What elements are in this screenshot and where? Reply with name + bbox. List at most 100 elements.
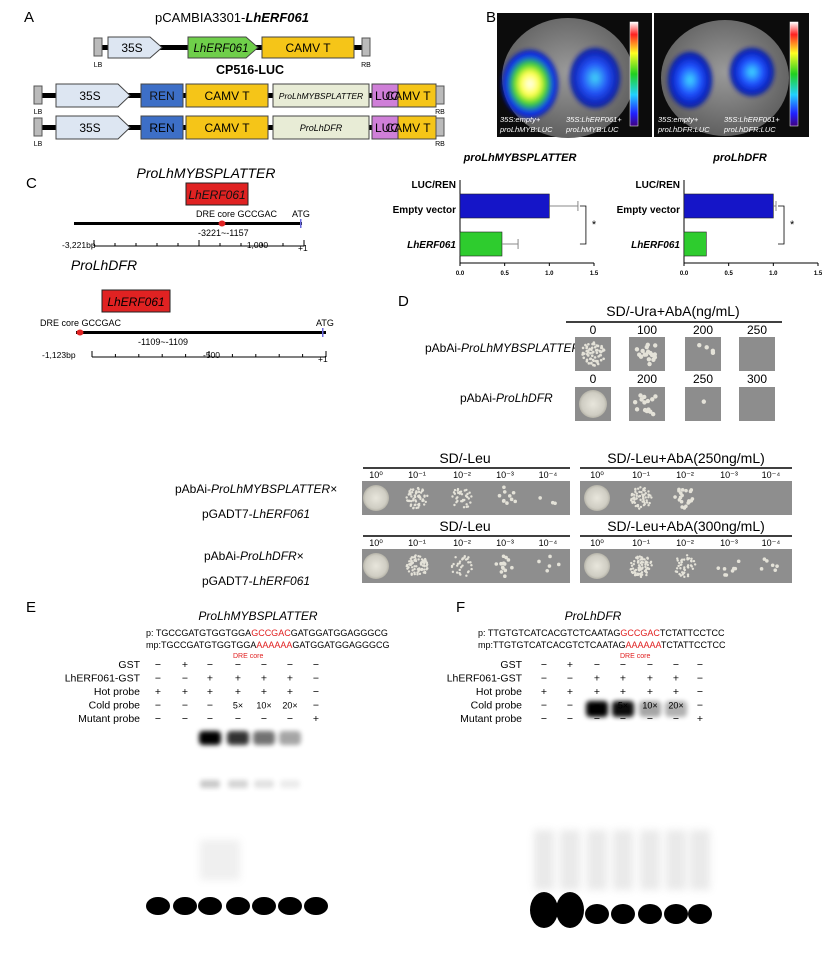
chart-bar <box>459 193 550 219</box>
yeast-colony <box>413 572 416 576</box>
yeast-colony <box>585 346 588 350</box>
yeast-colony <box>770 563 775 568</box>
yeast-colony <box>733 566 738 571</box>
lb-box-1 <box>93 37 103 57</box>
emsa-cell: − <box>261 659 267 671</box>
pro2-label: ProLhDFR <box>300 123 343 133</box>
yeast-colony <box>644 491 647 495</box>
f-probe-seq: p: TTGTGTCATCACGTCTCAATAGGCCGACTCTATTCCT… <box>478 628 725 638</box>
yeast-colony <box>423 570 427 574</box>
yeast-colony <box>410 499 413 503</box>
emsa-cell: − <box>620 659 626 671</box>
yeast-colony <box>680 493 684 498</box>
emsa-cell: 10× <box>256 701 271 711</box>
yeast-colony <box>458 572 461 575</box>
panel-letter-b: B <box>486 9 496 26</box>
d-dilution-label: 10⁰ <box>369 538 383 548</box>
yeast-colony <box>642 489 645 492</box>
emsa-cell: + <box>567 659 573 671</box>
emsa-cell: − <box>541 713 547 725</box>
d-dilution-label: 10⁻³ <box>496 470 514 480</box>
yeast-colony <box>630 561 633 565</box>
yeast-colony <box>644 565 647 569</box>
panel-letter-e: E <box>26 599 36 616</box>
yeast-colony <box>639 486 642 489</box>
d-dilution-label: 10⁻³ <box>720 470 738 480</box>
yeast-colony <box>640 563 644 567</box>
yeast-colony <box>632 400 638 405</box>
yeast-colony <box>631 571 634 575</box>
c-dre-label-2: DRE core GCCGAC <box>40 318 122 328</box>
chart-tick-label: 0.5 <box>724 271 733 277</box>
yeast-colony <box>513 499 518 504</box>
c-atg-marker-1 <box>300 219 302 228</box>
free-probe-band <box>252 897 276 915</box>
yeast-colony <box>632 562 636 566</box>
camvt-label-3b: CAMV T <box>385 121 431 135</box>
c-promoter-line-1 <box>74 222 302 225</box>
d-y1-line1: pAbAi-ProLhMYBSPLATTER× <box>175 482 337 496</box>
camvt-label-1: CAMV T <box>285 41 331 55</box>
yeast-colony <box>409 557 412 560</box>
free-probe-band <box>304 897 328 915</box>
e-condition-table: GST−+−−−−−LhERF061-GST−−++++−Hot probe++… <box>65 659 319 725</box>
yeast-colony <box>681 573 684 576</box>
yeast-colony <box>452 562 455 566</box>
chart-title: proLhDFR <box>712 152 767 164</box>
shifted-band <box>227 731 249 745</box>
yeast-colony <box>640 557 644 560</box>
d-conc-label: 250 <box>693 372 713 386</box>
emsa-cell: − <box>207 713 213 725</box>
c-tick2-2: +1 <box>318 354 328 364</box>
faint-band <box>254 780 274 788</box>
yeast-colony <box>697 342 702 348</box>
lane-smear <box>690 830 710 890</box>
yeast-colony <box>587 342 590 346</box>
d-dilution-label: 10⁻² <box>453 470 471 480</box>
free-probe-band <box>556 892 584 928</box>
c-tick2-0: -1,123bp <box>42 350 76 360</box>
panel-letter-f: F <box>456 599 465 616</box>
d-y1-line2: pGADT7-LhERF061 <box>202 507 310 521</box>
emsa-cell: + <box>594 673 600 685</box>
c-tick1-1: -1,000 <box>244 240 268 250</box>
yeast-colony <box>413 494 417 497</box>
yeast-colony <box>413 565 416 568</box>
emsa-cell: + <box>235 673 241 685</box>
yeast-colony <box>454 555 457 559</box>
yeast-colony <box>548 554 552 559</box>
yeast-colony <box>647 493 650 496</box>
emsa-cell: − <box>541 659 547 671</box>
yeast-colony <box>409 503 413 506</box>
emsa-cell: − <box>235 659 241 671</box>
d-row1-label: pAbAi-ProLhMYBSPLATTER <box>425 341 581 355</box>
d-dilution-label: 10⁻² <box>453 538 471 548</box>
yeast-colony <box>736 559 741 564</box>
yeast-colony <box>426 494 429 498</box>
yeast-colony <box>416 486 420 490</box>
f-mutant-seq: mp:TTGTGTCATCACGTCTCAATAGAAAAAATCTATTCCT… <box>478 640 726 650</box>
free-probe-band <box>278 897 302 915</box>
yeast-colony <box>466 492 469 496</box>
d-dilution-label: 10⁰ <box>590 538 604 548</box>
free-probe-band <box>198 897 222 915</box>
rb-label-1: RB <box>361 62 371 69</box>
emsa-cell: − <box>155 713 161 725</box>
c-atg-label-2: ATG <box>316 318 334 328</box>
rb-label-3: RB <box>435 141 445 148</box>
lb-label-1: LB <box>94 62 103 69</box>
c-scale-ticks-2 <box>91 351 327 357</box>
yeast-colony <box>676 559 679 562</box>
lane-smear <box>640 830 660 890</box>
yeast-colony <box>460 493 464 496</box>
yeast-colony <box>641 493 644 496</box>
emsa-cell: − <box>313 686 319 698</box>
yeast-colony <box>682 558 686 561</box>
yeast-colony <box>635 497 638 500</box>
yeast-colony <box>593 356 597 359</box>
yeast-colony <box>421 559 425 563</box>
yeast-colony <box>469 561 472 564</box>
c-pro2-name: ProLhDFR <box>71 257 137 273</box>
yeast-colony <box>634 487 637 491</box>
d-dilution-label: 10⁻⁴ <box>539 538 558 548</box>
